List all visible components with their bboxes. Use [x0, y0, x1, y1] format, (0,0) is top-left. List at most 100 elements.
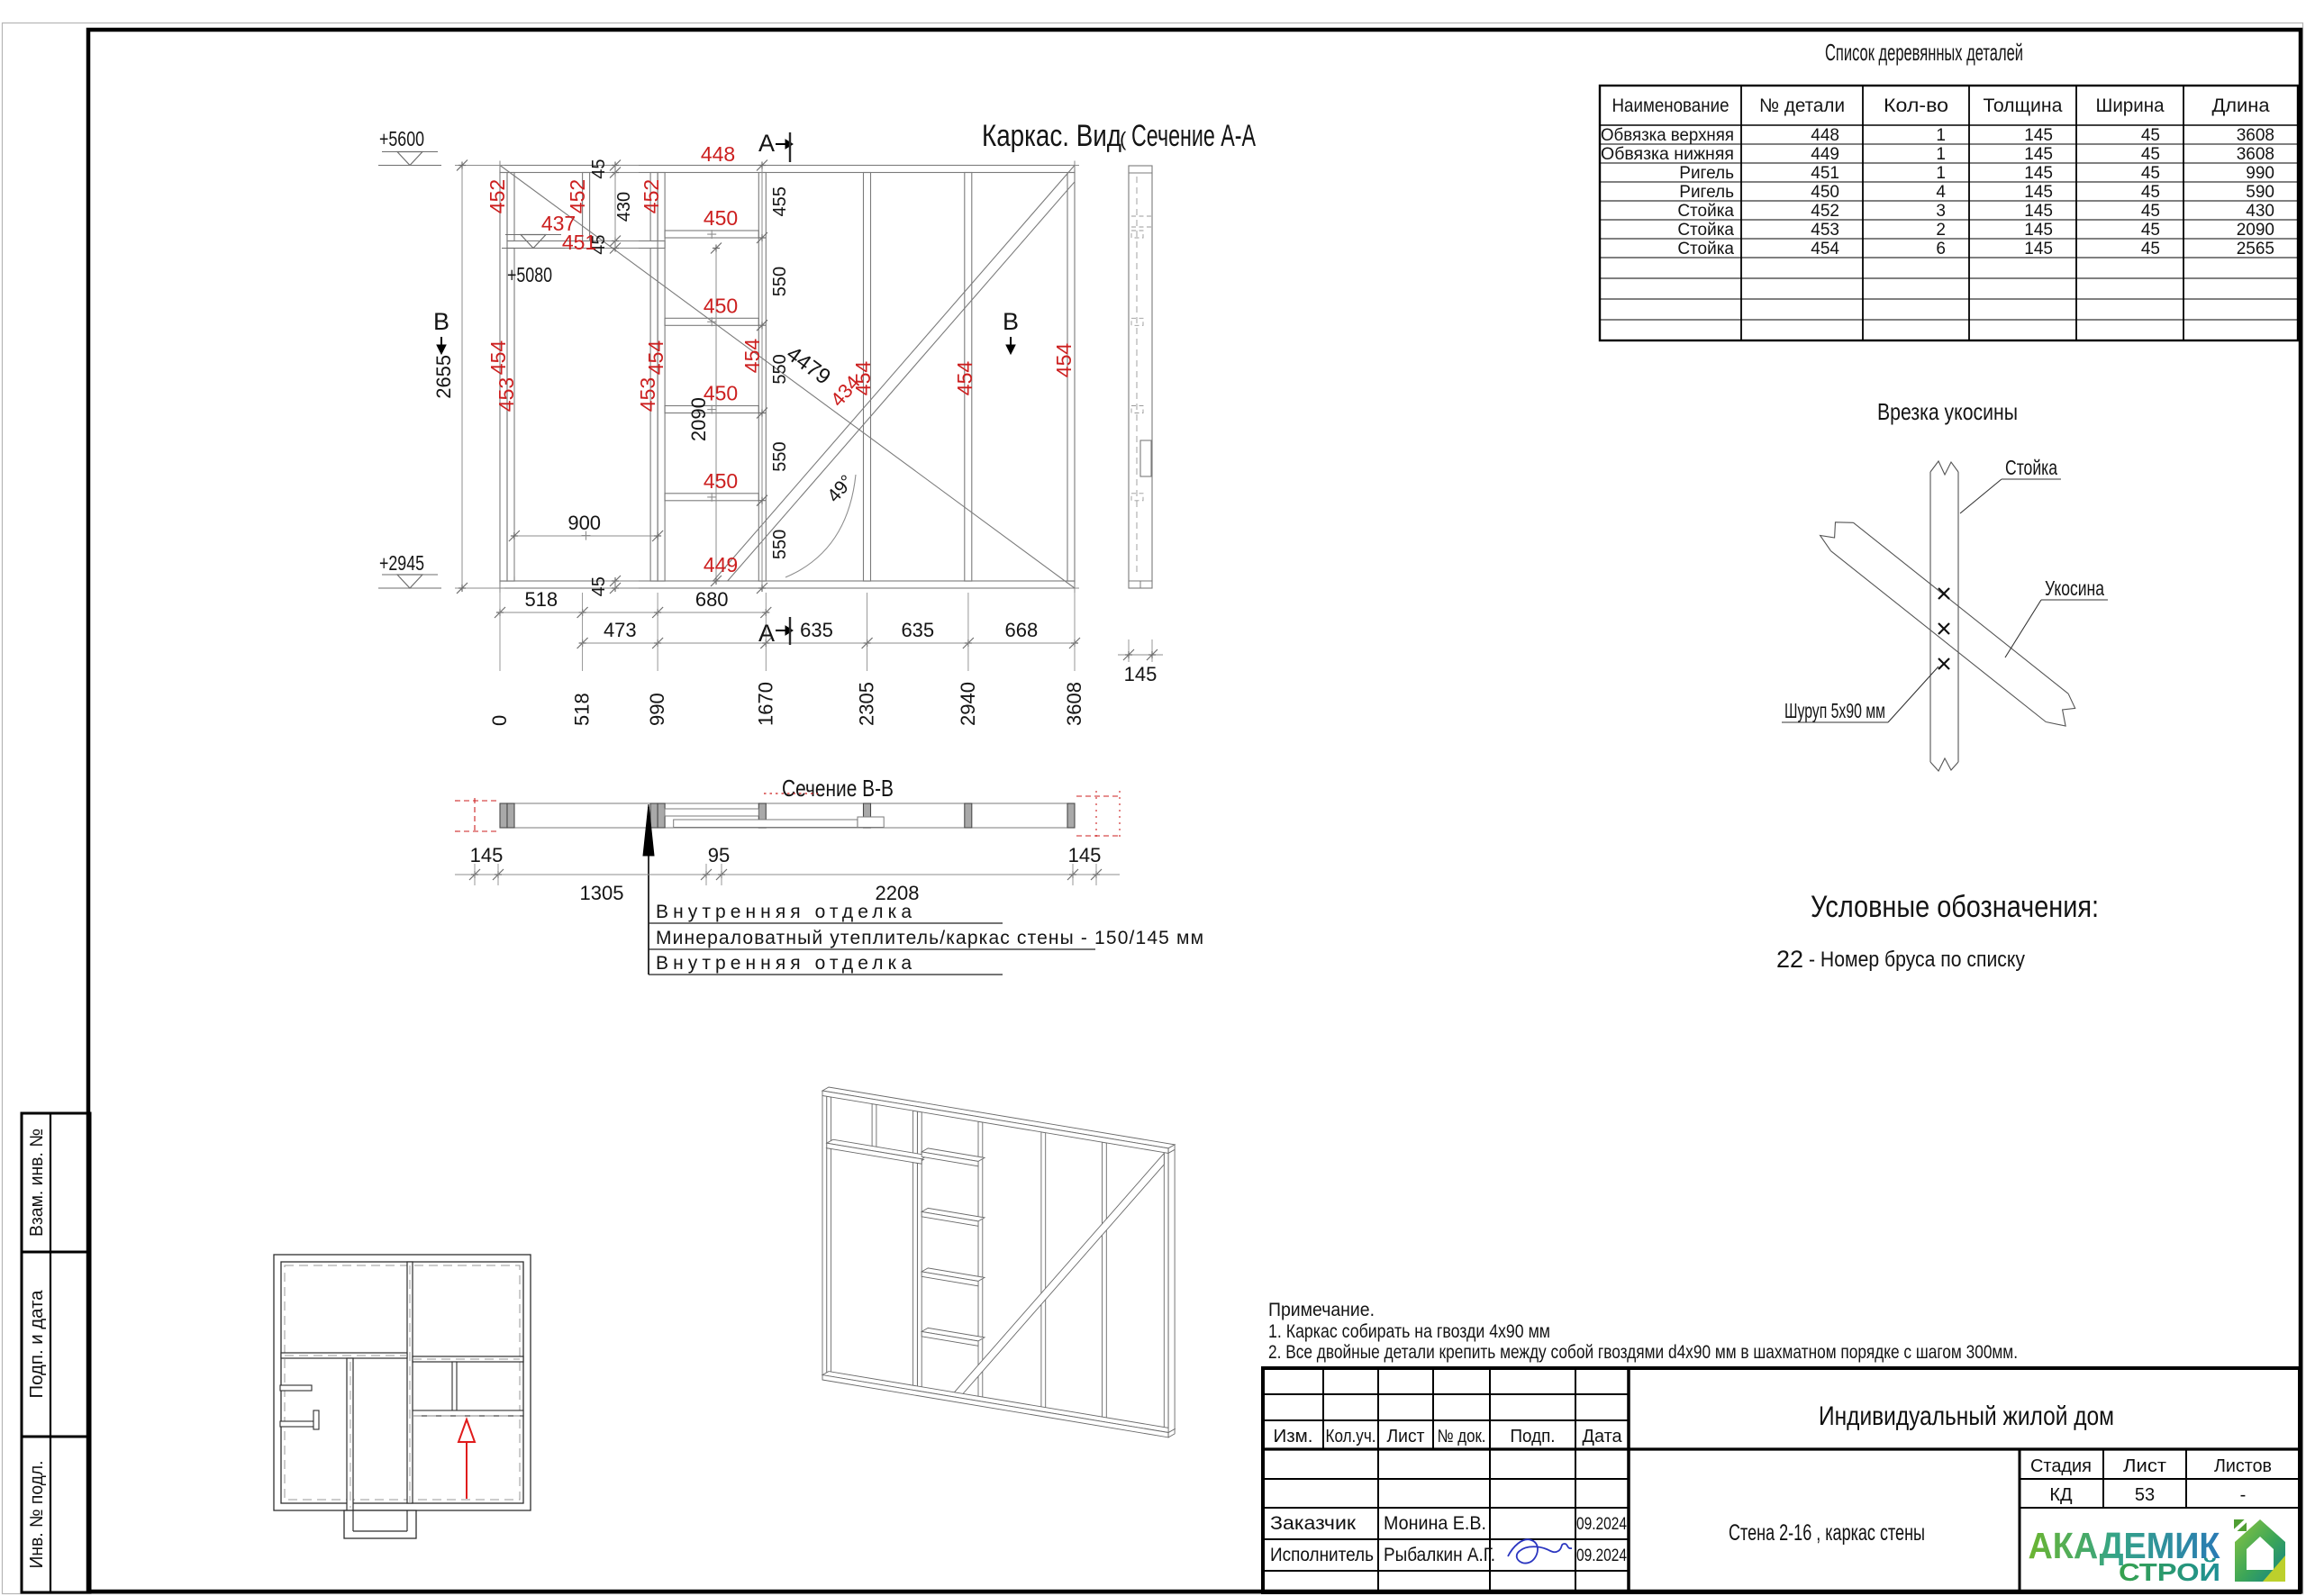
part-label: 452 [566, 179, 589, 213]
stamp-vzam-label: Взам. инв. № [27, 1129, 47, 1237]
aa-hidden-rigel [1130, 405, 1144, 413]
leader [1887, 666, 1939, 723]
bb-dim-1305: 1305 [580, 882, 624, 904]
elev-5080: +5080 [507, 263, 552, 286]
dim-455: 455 [770, 186, 790, 216]
member [649, 247, 658, 582]
tb-sheet: 53 [2135, 1485, 2155, 1505]
tb-customer-label: Заказчик [1270, 1513, 1357, 1534]
table-cell: 45 [2141, 145, 2160, 164]
title-block: Изм. Кол.уч. Лист № док. Подп. Дата Зака… [1261, 1366, 2301, 1594]
table-cell: Стойка [1677, 202, 1734, 221]
parts-table: Список деревянных деталей Наименование №… [1598, 39, 2300, 342]
table-cell: 448 [1811, 126, 1839, 145]
section-mark-b: B [433, 308, 449, 335]
node-cross [707, 230, 717, 240]
table-cell: 1 [1936, 164, 1946, 183]
part-450: 450 [704, 206, 738, 230]
tb-date1: 09.2024 [1576, 1515, 1627, 1534]
legend-number: 22 [1776, 946, 1803, 973]
dim-tick [756, 494, 768, 507]
frame-view: 49° 4479 434 2655 45 430 45 45 455 550 5… [378, 119, 1127, 726]
member [499, 171, 508, 582]
ax-stud454-front [1102, 1141, 1107, 1423]
table-header: № детали [1759, 95, 1845, 116]
node-cross [707, 492, 717, 502]
fp-inner [280, 1261, 524, 1504]
table-cell: 45 [2141, 183, 2160, 202]
ax-rigel451-front [826, 1142, 922, 1165]
coord-label: 3608 [1063, 682, 1085, 726]
bb-leader3: Внутренняя отделка [656, 953, 912, 974]
legend: Условные обозначения: 22 - Номер бруса п… [1776, 890, 2099, 973]
dim-550: 550 [770, 441, 790, 471]
dim-550: 550 [770, 530, 790, 559]
member [964, 171, 973, 582]
table-cell: 1 [1936, 126, 1946, 145]
table-cell: 3608 [2237, 126, 2274, 145]
bb-stud-cut [506, 803, 515, 829]
part-451: 451 [562, 231, 596, 254]
bb-header-proj [664, 808, 759, 817]
bb-dim-95: 95 [708, 844, 730, 866]
aa-hidden-rigel [1130, 317, 1144, 326]
section-mark-a: A [758, 620, 775, 647]
part-label: 454 [740, 339, 764, 374]
dim-tick [756, 231, 768, 244]
aa-dim-145: 145 [1124, 663, 1158, 685]
detail-brace-break [2046, 693, 2076, 727]
logo-akademik: АКАДЕМИК [2029, 1525, 2221, 1566]
bb-stud-cut [964, 803, 973, 829]
node-cross [707, 317, 717, 327]
tb-col-c_kol: Кол.уч. [1326, 1427, 1376, 1446]
part-label: 452 [640, 179, 663, 213]
table-cell: 454 [1811, 240, 1839, 258]
table-cell: 590 [2246, 183, 2274, 202]
dim-tick [456, 159, 468, 171]
dim-tick [756, 407, 768, 419]
tb-customer: Монина Е.В. [1384, 1513, 1486, 1534]
table-cell: 145 [2024, 240, 2053, 258]
angle-label: 49° [823, 471, 858, 506]
b-arrow-head [1005, 344, 1016, 356]
dim-tick [651, 530, 664, 542]
bb-proj [673, 819, 858, 828]
table-cell: Обвязка верхняя [1601, 126, 1734, 145]
dim-473: 473 [604, 619, 637, 641]
table-cell: 4 [1936, 183, 1946, 202]
part-label: 453 [495, 377, 518, 412]
fp-outer [273, 1254, 531, 1511]
leader [1959, 478, 2002, 514]
dim-tick [508, 530, 521, 542]
fp-wall-216 [412, 1410, 524, 1417]
table-cell: 145 [2024, 202, 2053, 221]
part-label: 454 [851, 361, 875, 396]
member [506, 240, 666, 249]
table-outline [1598, 84, 2300, 342]
ax-stud454-front [822, 1094, 828, 1376]
table-cell: 145 [2024, 183, 2053, 202]
table-header: Толщина [1984, 95, 2063, 116]
dim-45-bottom: 45 [589, 576, 609, 596]
tb-signature [1507, 1538, 1573, 1564]
member [862, 171, 872, 582]
fp-arrow-head [457, 1417, 477, 1443]
table-cell: 451 [1811, 164, 1839, 183]
fp-partition [451, 1361, 458, 1413]
dim-2655: 2655 [432, 355, 455, 399]
dim-45-top: 45 [589, 159, 609, 178]
frame-view-title-artifact: ( [1120, 128, 1127, 150]
ax-rigel450-front [921, 1271, 979, 1287]
table-cell: 430 [2246, 202, 2274, 221]
dim-668: 668 [1005, 619, 1039, 641]
ax-stud452-front [826, 1095, 832, 1145]
part-450: 450 [704, 469, 738, 493]
tb-col-c_izm: Изм. [1274, 1427, 1313, 1446]
label-brace: Укосина [2045, 576, 2104, 600]
label-stud: Стойка [2005, 456, 2057, 479]
aa-hidden-rigel [1130, 493, 1144, 502]
part-label: 453 [636, 377, 659, 412]
fp-shaft-wall [346, 1357, 354, 1511]
stamp-podp-label: Подп. и дата [27, 1290, 47, 1399]
bb-leader2: Минераловатный утеплитель/каркас стены -… [656, 928, 1203, 948]
